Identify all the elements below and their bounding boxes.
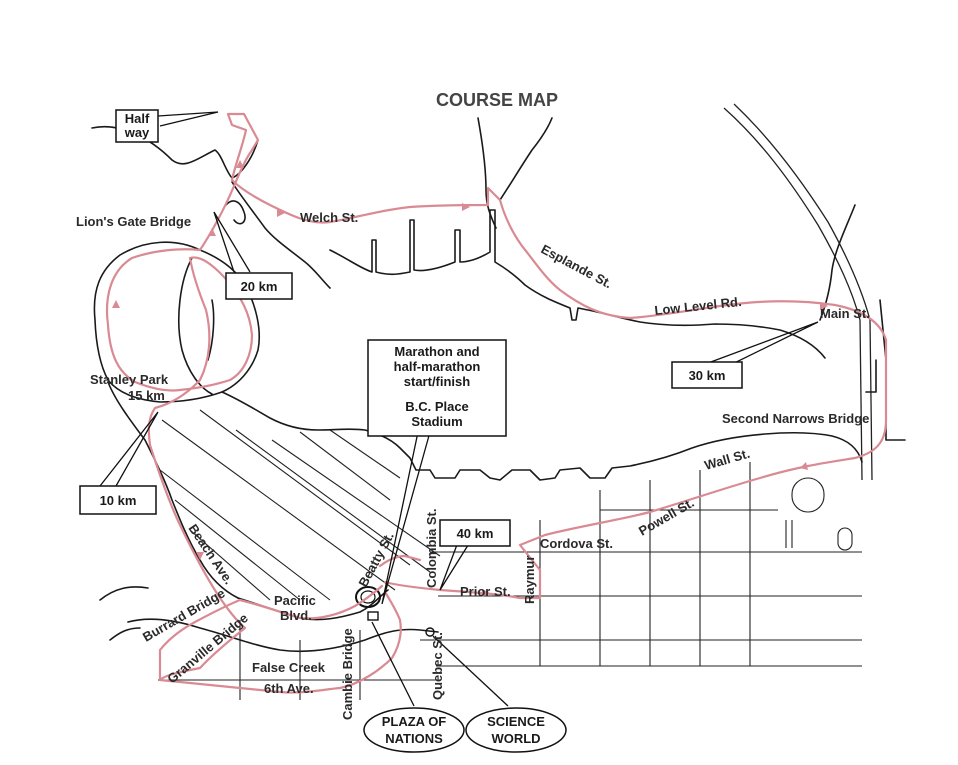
plaza-label-2: NATIONS xyxy=(385,731,443,746)
streets xyxy=(158,409,862,700)
km10-box xyxy=(79,485,157,515)
pointer-start xyxy=(381,431,431,605)
downtown-grid xyxy=(159,409,441,601)
label-false-creek: False Creek xyxy=(252,660,326,675)
route-arrow-wall xyxy=(800,462,808,470)
route-arrows xyxy=(112,160,828,597)
label-colombia: Colombia St. xyxy=(424,509,439,588)
km20-label: 20 km xyxy=(241,279,278,294)
route-arrow-main xyxy=(820,302,828,310)
lost-lagoon xyxy=(178,257,215,395)
shorelines xyxy=(91,103,906,653)
science-label-1: SCIENCE xyxy=(487,714,545,729)
label-sixth: 6th Ave. xyxy=(264,681,314,696)
map-title: COURSE MAP xyxy=(436,90,558,110)
km20-box xyxy=(225,272,293,300)
marathon-route xyxy=(106,112,888,682)
pointer-30km xyxy=(699,321,819,373)
start-label-2: half-marathon xyxy=(394,359,481,374)
south-grid xyxy=(158,620,440,700)
stanley-park-shore xyxy=(93,241,261,403)
label-second-narrows: Second Narrows Bridge xyxy=(722,411,869,426)
label-raymur: Raymur xyxy=(522,556,537,604)
label-low-level: Low Level Rd. xyxy=(654,294,742,318)
pointers xyxy=(99,111,819,707)
english-bay-shore xyxy=(107,381,239,599)
half-way-box xyxy=(115,109,159,143)
route-arrow-welch xyxy=(277,209,285,217)
route-arrow-park xyxy=(112,300,120,308)
rail-line-1 xyxy=(723,107,863,481)
field-oval xyxy=(837,527,853,551)
km30-box xyxy=(671,361,743,389)
route-arrow-prior xyxy=(482,589,490,597)
bc-place-stadium-inner xyxy=(360,590,376,604)
marathon-route-false-creek-loop xyxy=(158,590,402,694)
route-arrow-beach xyxy=(196,552,204,560)
start-label-1: Marathon and xyxy=(394,344,479,359)
rail-line-2 xyxy=(733,103,873,481)
label-pacific-2: Blvd. xyxy=(280,608,312,623)
north-shore-central xyxy=(225,181,331,289)
pointer-10km xyxy=(99,411,159,487)
km10-label: 10 km xyxy=(100,493,137,508)
start-label-3: start/finish xyxy=(404,374,471,389)
pointer-science xyxy=(432,635,509,707)
pointer-40km xyxy=(439,541,471,591)
km30-label: 30 km xyxy=(689,368,726,383)
downtown-north-shore xyxy=(221,391,863,481)
half-way-label-2: way xyxy=(124,125,150,140)
label-cambie: Cambie Bridge xyxy=(340,628,355,720)
east-grid xyxy=(420,462,862,667)
track-oval xyxy=(791,477,825,513)
plaza-of-nations-shape xyxy=(367,611,379,621)
label-main: Main St. xyxy=(820,306,870,321)
plaza-label-1: PLAZA OF xyxy=(382,714,447,729)
kitsilano-shore xyxy=(99,586,149,641)
label-lions-gate: Lion's Gate Bridge xyxy=(76,214,191,229)
pointer-plaza xyxy=(371,621,415,707)
bc-place-stadium-shape xyxy=(355,586,381,608)
route-arrow-north-1 xyxy=(236,160,244,168)
label-prior: Prior St. xyxy=(460,584,511,599)
label-cordova: Cordova St. xyxy=(540,536,613,551)
route-arrow-esplande xyxy=(462,203,470,211)
km40-label: 40 km xyxy=(457,526,494,541)
false-creek-south xyxy=(127,618,439,653)
science-world-shape xyxy=(425,627,435,637)
science-label-2: WORLD xyxy=(491,731,540,746)
stadium-label-2: Stadium xyxy=(411,414,462,429)
km40-box xyxy=(439,519,511,547)
stadium-label-1: B.C. Place xyxy=(405,399,469,414)
plaza-of-nations-oval xyxy=(363,707,465,753)
science-world-oval xyxy=(465,707,567,753)
small-blocks xyxy=(785,520,793,548)
label-quebec: Quebec St. xyxy=(430,632,445,700)
north-shore-east xyxy=(329,209,826,359)
pointer-20km xyxy=(213,211,251,273)
start-finish-box xyxy=(367,339,507,437)
label-welch: Welch St. xyxy=(300,210,358,225)
route-arrow-north-2 xyxy=(208,228,216,236)
label-powell: Powell St. xyxy=(636,495,697,539)
label-15km: 15 km xyxy=(128,388,165,403)
half-way-label-1: Half xyxy=(125,111,150,126)
label-esplande: Esplande St. xyxy=(539,241,615,291)
label-pacific-1: Pacific xyxy=(274,593,316,608)
pointer-half-way xyxy=(157,111,219,127)
label-stanley-park: Stanley Park xyxy=(90,372,169,387)
marathon-route-downtown xyxy=(378,554,422,568)
label-wall: Wall St. xyxy=(703,446,752,473)
north-river xyxy=(477,117,553,229)
